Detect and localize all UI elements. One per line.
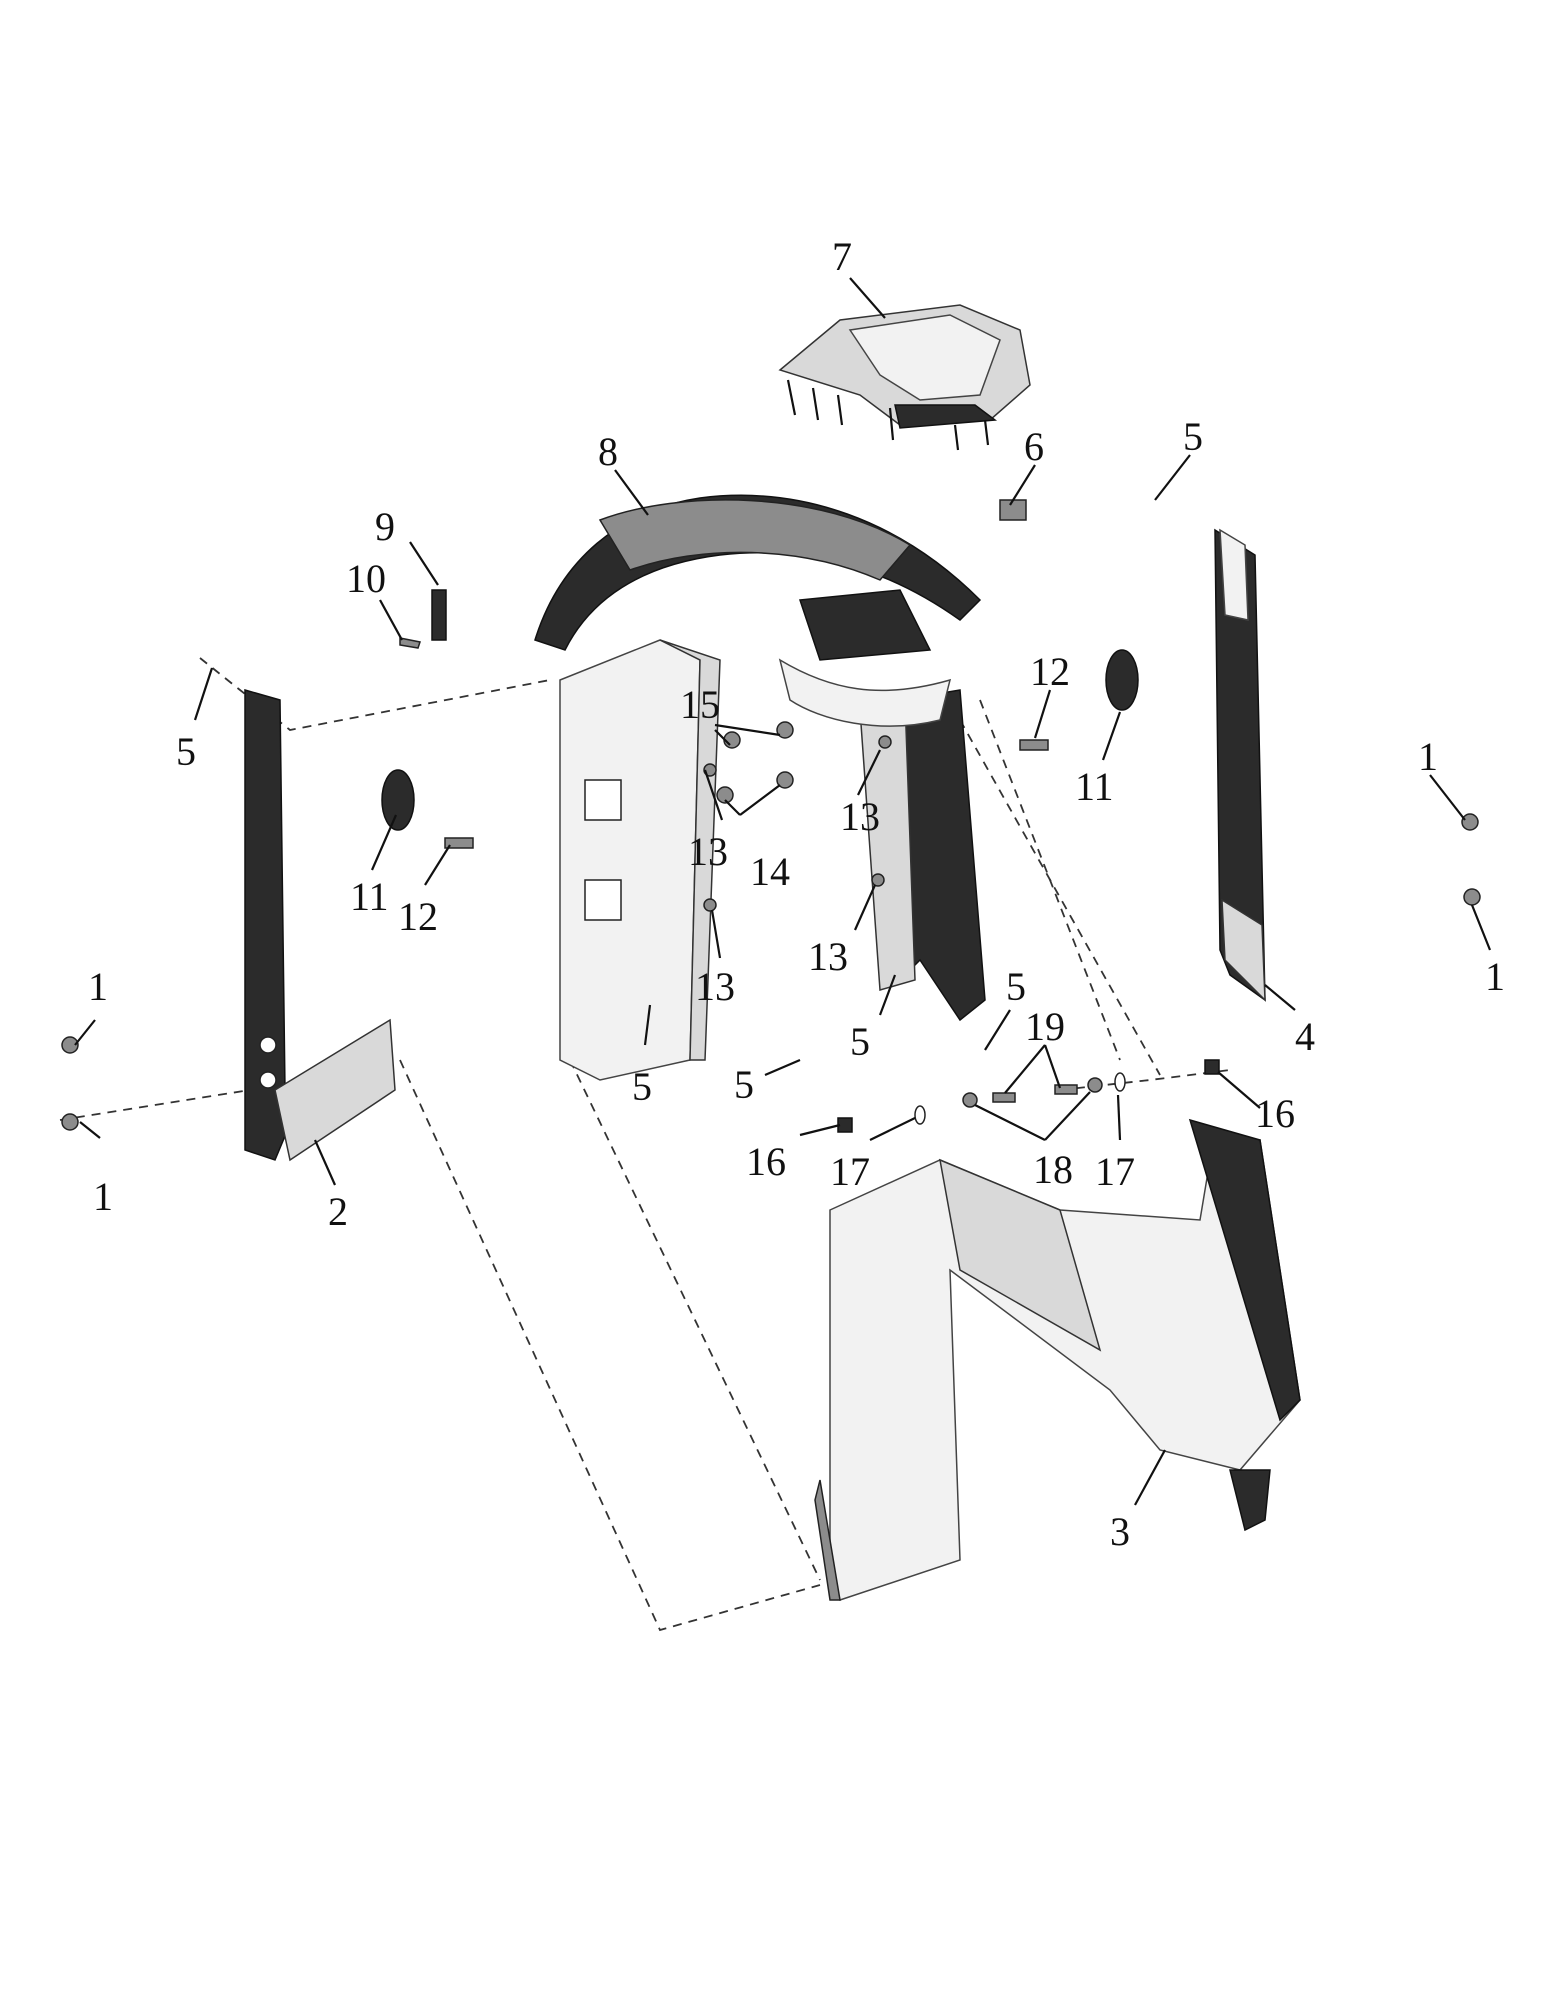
callout-12-right: 12 (1030, 649, 1070, 694)
part-4-right-panel (1214, 528, 1266, 1002)
callout-17-right: 17 (1095, 1149, 1135, 1194)
part-8-fender-frame (534, 494, 986, 1081)
callout-5-center-low: 5 (734, 1062, 754, 1107)
callout-6: 6 (1024, 424, 1044, 469)
callout-14: 14 (750, 849, 790, 894)
callout-leaders (74, 277, 1492, 1506)
callout-12-left: 12 (398, 894, 438, 939)
callout-7: 7 (832, 234, 852, 279)
part-11-cap-right (1105, 649, 1139, 711)
callout-10: 10 (346, 556, 386, 601)
callout-15: 15 (680, 682, 720, 727)
callout-16-left: 16 (746, 1139, 786, 1184)
callout-11-right: 11 (1075, 764, 1114, 809)
part-12-bolt-left (444, 837, 474, 849)
callout-5-center-right: 5 (1006, 964, 1026, 1009)
part-3-lower-cowl (814, 1118, 1301, 1601)
callout-13-c: 13 (840, 794, 880, 839)
part-1-screw-b (61, 1113, 79, 1131)
callout-1-right-top: 1 (1418, 734, 1438, 779)
callout-2: 2 (328, 1189, 348, 1234)
part-18-grommets (962, 1077, 1103, 1108)
callout-13-a: 13 (688, 829, 728, 874)
part-15-nuts (723, 721, 794, 749)
callout-18: 18 (1033, 1147, 1073, 1192)
part-10-screw (399, 637, 421, 649)
part-9-clip (431, 589, 447, 641)
callout-3: 3 (1110, 1509, 1130, 1554)
callout-1-left-top: 1 (88, 964, 108, 1009)
callout-13-d: 13 (808, 934, 848, 979)
callout-11-left: 11 (350, 874, 389, 919)
callout-labels: 7 6 5 8 9 10 5 11 12 11 12 1 1 1 1 2 3 4… (88, 234, 1505, 1554)
callout-5-left: 5 (176, 729, 196, 774)
callout-5-top-right: 5 (1183, 414, 1203, 459)
callout-5-center: 5 (850, 1019, 870, 1064)
part-1-screw-c (1461, 813, 1479, 831)
callout-17-left: 17 (830, 1149, 870, 1194)
part-13-screws (703, 735, 892, 912)
callout-8: 8 (598, 429, 618, 474)
part-14-nuts (716, 771, 794, 804)
part-2-left-panel (244, 689, 396, 1162)
callout-9: 9 (375, 504, 395, 549)
part-1-screw-a (61, 1036, 79, 1054)
callout-16-right: 16 (1255, 1091, 1295, 1136)
part-19-bolts (992, 1084, 1078, 1103)
alignment-lines (59, 657, 1231, 1632)
part-17-rings (914, 1072, 1126, 1125)
callout-13-b: 13 (695, 964, 735, 1009)
callout-5-center-left: 5 (632, 1064, 652, 1109)
part-6-bracket (999, 499, 1027, 521)
hardware-parts (61, 499, 1481, 1133)
callout-1-right-bottom: 1 (1485, 954, 1505, 999)
callout-1-left-bottom: 1 (93, 1174, 113, 1219)
part-7-top-cover (778, 304, 1031, 451)
part-11-cap-left (381, 769, 415, 831)
part-16-clips (837, 1059, 1220, 1133)
callout-19: 19 (1025, 1004, 1065, 1049)
callout-4: 4 (1295, 1014, 1315, 1059)
part-12-bolt-right (1019, 739, 1049, 751)
part-1-screw-d (1463, 888, 1481, 906)
